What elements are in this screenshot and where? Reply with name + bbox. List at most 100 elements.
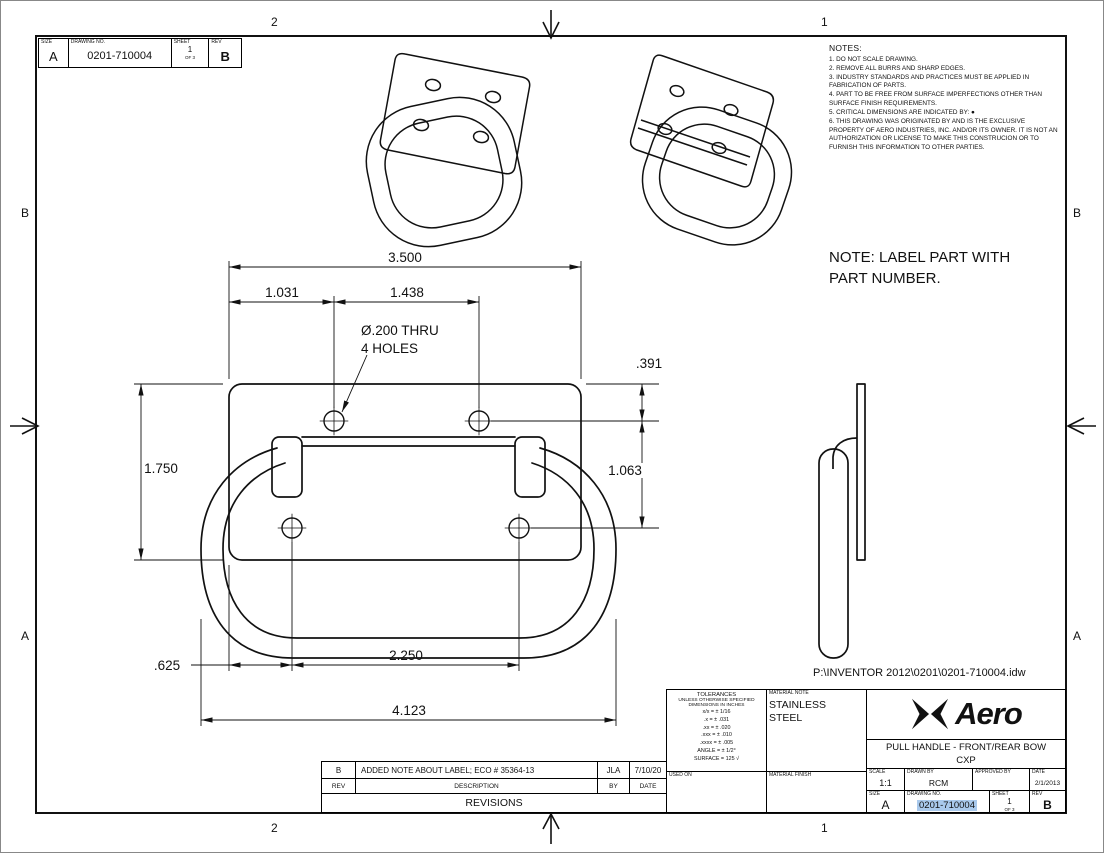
tolerance-row: .xxxx = ± .005	[699, 740, 734, 747]
iso2-bow-outer	[641, 106, 793, 246]
sheet-value-bottom: 1	[1007, 797, 1012, 806]
tolerance-cell: TOLERANCES UNLESS OTHERWISE SPECIFIED DI…	[667, 690, 766, 772]
sheet-total-bottom: 3	[1012, 806, 1015, 812]
material-column: MATERIAL NOTE STAINLESS STEEL MATERIAL F…	[767, 690, 867, 812]
sheet-value: 1	[187, 44, 193, 54]
zone-label-top-right: 1	[821, 15, 828, 29]
material-finish-label: MATERIAL FINISH	[769, 772, 812, 778]
title-block: TOLERANCES UNLESS OTHERWISE SPECIFIED DI…	[666, 689, 1066, 813]
sheet-of-word-bottom: OF	[1004, 806, 1011, 812]
revision-by: JLA	[598, 762, 630, 778]
title-column: Aero PULL HANDLE - FRONT/REAR BOW CXP SC…	[867, 690, 1065, 812]
used-on-label: USED ON	[669, 772, 692, 778]
iso2-bow-inner	[658, 123, 776, 229]
bracket-right	[514, 436, 546, 498]
dim-top-offset: .391	[636, 356, 662, 371]
sheet-of-bottom: OF 3	[990, 807, 1029, 812]
label-part-note: NOTE: LABEL PART WITH PART NUMBER.	[829, 249, 1011, 287]
size-label-bottom: SIZE	[869, 791, 881, 798]
header-size-cell: SIZE A	[39, 39, 69, 67]
sheet-header-block: SIZE A DRAWING NO. 0201-710004 SHEET 1 O…	[38, 38, 242, 68]
info-row-1: SCALE 1:1 DRAWN BY RCM APPROVED BY DATE …	[867, 769, 1065, 792]
drawing-no-cell: DRAWING NO. 0201-710004	[905, 791, 990, 812]
file-path-text: P:\INVENTOR 2012\0201\0201-710004.idw	[813, 667, 1026, 679]
note-item: 5. CRITICAL DIMENSIONS ARE INDICATED BY:…	[829, 108, 975, 116]
dim-hole-callout-2: 4 HOLES	[361, 341, 418, 356]
tolerance-row: .x = ± .031	[703, 716, 730, 723]
drawing-no-value: 0201-710004	[87, 50, 153, 63]
approved-by-cell: APPROVED BY	[973, 769, 1030, 791]
tolerance-row: ANGLE = ± 1/2°	[697, 748, 736, 755]
dim-height-total: 1.750	[144, 461, 178, 476]
note-item: 1. DO NOT SCALE DRAWING.	[829, 56, 918, 63]
revisions-block: B ADDED NOTE ABOUT LABEL; ECO # 35364-13…	[321, 761, 667, 813]
right-center-arrow-icon	[1066, 417, 1085, 435]
tolerance-heading-3: DIMENSIONS IN INCHES	[688, 703, 745, 708]
dim-bottom-span: 2.250	[389, 648, 423, 663]
material-finish-cell: MATERIAL FINISH	[767, 772, 866, 812]
tolerance-row: x/x = ± 1/16	[702, 709, 731, 715]
tolerance-row: SURFACE = 125 √	[693, 755, 740, 762]
iso2-hinge-bar	[640, 119, 751, 158]
size-cell: SIZE A	[867, 791, 905, 812]
dim-bow-width: 4.123	[392, 703, 426, 718]
scale-cell: SCALE 1:1	[867, 769, 905, 791]
aero-logo-icon	[912, 699, 949, 730]
drawing-title: PULL HANDLE - FRONT/REAR BOW CXP	[867, 740, 1065, 770]
sheet-cell-bottom: SHEET 1 OF 3	[990, 791, 1030, 812]
zone-label-right-bottom: A	[1073, 629, 1082, 643]
tolerance-column: TOLERANCES UNLESS OTHERWISE SPECIFIED DI…	[667, 690, 767, 812]
tolerance-row: .xxx = ± .010	[701, 732, 732, 739]
dimension-lines	[134, 261, 659, 726]
revisions-header-row: REV DESCRIPTION BY DATE	[322, 779, 666, 794]
size-value-bottom: A	[881, 798, 890, 812]
zone-label-right-top: B	[1073, 206, 1082, 220]
size-value: A	[49, 48, 58, 64]
rev-value: B	[220, 48, 230, 64]
revision-rev: B	[322, 762, 356, 778]
iso1-bow-inner	[384, 115, 504, 229]
bow-inner	[222, 462, 595, 639]
revisions-header-date: DATE	[639, 782, 657, 790]
approved-by-label: APPROVED BY	[975, 769, 1011, 776]
revisions-header-description: DESCRIPTION	[356, 779, 598, 793]
note-item: 4. PART TO BE FREE FROM SURFACE IMPERFEC…	[829, 91, 1043, 108]
notes-block: NOTES: 1. DO NOT SCALE DRAWING. 2. REMOV…	[829, 43, 1061, 153]
rev-label-bottom: REV	[1032, 791, 1043, 798]
note-item: 6. THIS DRAWING WAS ORIGINATED BY AND IS…	[829, 117, 1058, 152]
hole-centermarks	[277, 406, 534, 543]
sheet-total: 3	[192, 54, 196, 60]
note-item: 2. REMOVE ALL BURRS AND SHARP EDGES.	[829, 64, 966, 72]
zone-label-top-left: 2	[271, 15, 278, 29]
rev-cell-bottom: REV B	[1030, 791, 1065, 812]
side-plate-edge	[856, 383, 866, 561]
iso1-plate-outline	[379, 52, 531, 175]
zone-label-left-bottom: A	[21, 629, 30, 643]
registration-arrows	[10, 10, 1096, 844]
revisions-header-rev: REV	[322, 779, 356, 793]
rev-value-bottom: B	[1043, 798, 1052, 812]
rev-label: REV	[211, 39, 222, 45]
sheet-label: SHEET	[173, 39, 191, 45]
revision-row: B ADDED NOTE ABOUT LABEL; ECO # 35364-13…	[322, 762, 666, 779]
zone-label-bottom-left: 2	[271, 821, 278, 835]
header-rev-cell: REV B	[209, 39, 241, 67]
header-sheet-cell: SHEET 1 OF 3	[172, 39, 210, 67]
front-view	[200, 383, 617, 659]
material-note-value: STAINLESS STEEL	[769, 698, 826, 725]
drawing-no-value-highlighted[interactable]: 0201-710004	[917, 799, 977, 811]
dim-hole-callout-1: Ø.200 THRU	[361, 323, 439, 338]
date-cell: DATE 2/1/2013	[1030, 769, 1065, 790]
tolerance-heading-2: UNLESS OTHERWISE SPECIFIED	[678, 698, 755, 703]
dim-hole-span: 1.438	[390, 285, 424, 300]
side-bracket-hook	[832, 437, 858, 469]
drawn-by-value: RCM	[928, 778, 949, 789]
iso-view-rear	[629, 54, 793, 246]
sheet-label-bottom: SHEET	[992, 791, 1009, 798]
side-bow-profile	[818, 448, 849, 659]
plate-outline	[228, 383, 582, 561]
revision-description: ADDED NOTE ABOUT LABEL; ECO # 35364-13	[356, 762, 598, 778]
left-center-arrow-icon	[21, 417, 40, 435]
